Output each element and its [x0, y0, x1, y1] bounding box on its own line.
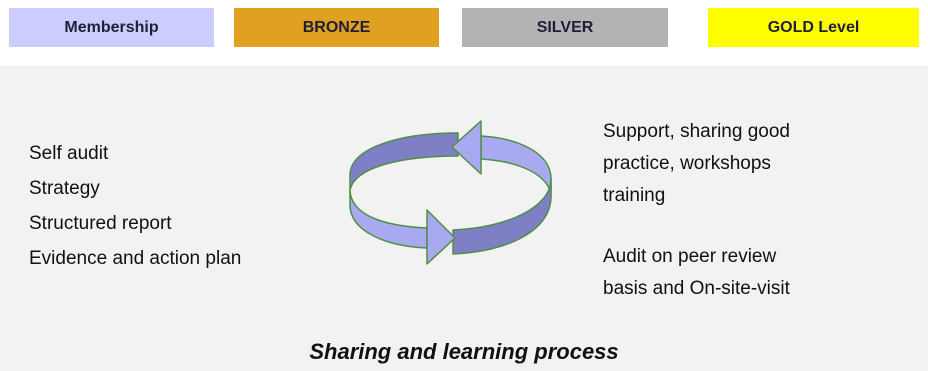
text-line: Audit on peer review	[603, 246, 777, 267]
tab-gold: GOLD Level	[708, 8, 919, 47]
list-item: Self audit	[29, 143, 109, 164]
text-line: practice, workshops	[603, 153, 771, 174]
requirements-list: Self audit Strategy Structured report Ev…	[29, 136, 241, 276]
audit-text: Audit on peer review basis and On-site-v…	[603, 241, 790, 305]
text-line: training	[603, 185, 666, 206]
support-text: Support, sharing good practice, workshop…	[603, 116, 790, 212]
list-item: Strategy	[29, 178, 100, 199]
circular-arrows-icon	[349, 120, 552, 265]
process-panel	[0, 66, 928, 371]
tab-silver: SILVER	[462, 8, 668, 47]
tab-bronze: BRONZE	[234, 8, 439, 47]
membership-level-bar: Membership BRONZE SILVER GOLD Level	[0, 0, 928, 66]
text-line: Support, sharing good	[603, 121, 790, 142]
process-caption: Sharing and learning process	[309, 339, 619, 364]
tab-membership: Membership	[9, 8, 214, 47]
list-item: Evidence and action plan	[29, 248, 242, 269]
text-line: basis and On-site-visit	[603, 278, 790, 299]
list-item: Structured report	[29, 213, 172, 234]
